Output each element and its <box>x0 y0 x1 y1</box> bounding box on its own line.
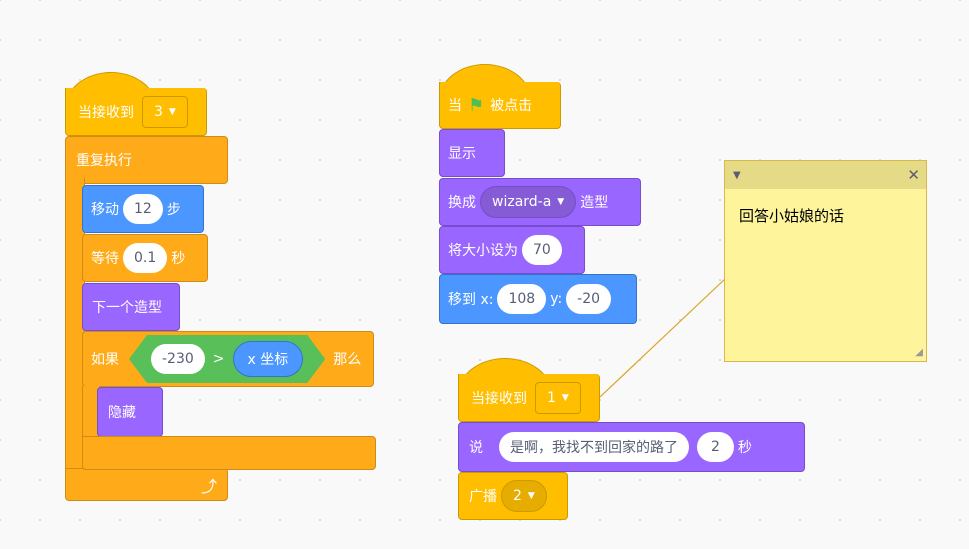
block-label: 说 <box>469 440 483 456</box>
collapse-chevron-icon[interactable]: ▼ <box>733 169 741 181</box>
message-dropdown[interactable]: 3▼ <box>142 95 188 128</box>
go-to-xy-block[interactable]: 移到 x: 108 y: -20 <box>439 274 637 324</box>
comment-text[interactable]: 回答小姑娘的话 <box>739 207 845 225</box>
block-label: 将大小设为 <box>448 243 518 259</box>
show-block[interactable]: 显示 <box>439 129 505 177</box>
if-footer <box>82 436 376 470</box>
block-label: 广播 <box>469 489 497 505</box>
y-input[interactable]: -20 <box>566 284 612 314</box>
set-size-block[interactable]: 将大小设为 70 <box>439 226 585 274</box>
wait-block[interactable]: 等待 0.1 秒 <box>82 234 208 282</box>
block-label: 当接收到 <box>78 104 134 121</box>
chevron-down-icon: ▼ <box>527 491 535 501</box>
block-label: 被点击 <box>490 98 533 114</box>
close-icon[interactable]: ✕ <box>907 166 920 184</box>
broadcast-dropdown[interactable]: 2▼ <box>501 480 547 512</box>
block-label: 隐藏 <box>108 405 136 421</box>
size-input[interactable]: 70 <box>522 235 562 265</box>
if-then-block[interactable]: 如果 -230 > x 坐标 那么 <box>82 331 374 387</box>
comment-note[interactable]: ▼ ✕ 回答小姑娘的话 ◢ <box>724 160 927 362</box>
when-i-receive-block[interactable]: 当接收到 3▼ <box>65 88 207 136</box>
seconds-input[interactable]: 2 <box>697 432 734 462</box>
block-label: 等待 <box>91 251 119 267</box>
block-label: 显示 <box>448 146 476 162</box>
say-for-secs-block[interactable]: 说 是啊，我找不到回家的路了 2 秒 <box>458 422 805 472</box>
wait-input[interactable]: 0.1 <box>123 243 168 273</box>
block-label: 秒 <box>737 440 752 456</box>
forever-footer[interactable]: ⤴ <box>65 468 228 501</box>
resize-handle-icon[interactable]: ◢ <box>915 347 923 358</box>
move-steps-block[interactable]: 移动 12 步 <box>82 185 204 233</box>
chevron-down-icon: ▼ <box>168 106 176 117</box>
when-i-receive-block[interactable]: 当接收到 1▼ <box>458 374 600 422</box>
chevron-down-icon: ▼ <box>561 392 569 403</box>
block-label: 移到 x: <box>448 292 494 308</box>
broadcast-block[interactable]: 广播 2▼ <box>458 472 568 520</box>
block-label: y: <box>550 291 563 307</box>
next-costume-block[interactable]: 下一个造型 <box>82 283 180 331</box>
block-label: 那么 <box>333 352 362 368</box>
block-label: 移动 <box>91 202 119 218</box>
green-flag-icon: ⚑ <box>468 94 485 116</box>
when-flag-clicked-block[interactable]: 当 ⚑ 被点击 <box>439 82 561 129</box>
block-label: 如果 <box>91 352 119 368</box>
operand-left-input[interactable]: -230 <box>151 344 205 374</box>
block-label: 造型 <box>580 195 609 211</box>
x-position-reporter[interactable]: x 坐标 <box>233 341 304 377</box>
block-label: 秒 <box>171 251 186 267</box>
forever-block[interactable]: 重复执行 <box>65 136 228 184</box>
chevron-down-icon: ▼ <box>557 197 565 207</box>
greater-than-operator[interactable]: -230 > x 坐标 <box>129 335 325 383</box>
operator-symbol: > <box>212 351 225 367</box>
message-dropdown[interactable]: 1▼ <box>535 381 581 414</box>
comment-header[interactable]: ▼ ✕ <box>725 161 926 189</box>
x-input[interactable]: 108 <box>497 284 547 314</box>
block-label: 当接收到 <box>471 390 527 407</box>
block-label: 换成 <box>448 195 476 211</box>
loop-arrow-icon: ⤴ <box>200 476 217 496</box>
say-text-input[interactable]: 是啊，我找不到回家的路了 <box>499 432 689 462</box>
block-label: 重复执行 <box>76 153 132 169</box>
costume-dropdown[interactable]: wizard-a▼ <box>480 186 577 218</box>
block-label: 下一个造型 <box>92 300 162 316</box>
block-label: 步 <box>166 202 181 218</box>
steps-input[interactable]: 12 <box>123 194 163 224</box>
hide-block[interactable]: 隐藏 <box>97 387 163 437</box>
switch-costume-block[interactable]: 换成 wizard-a▼ 造型 <box>439 178 641 226</box>
block-label: 当 <box>448 98 462 114</box>
